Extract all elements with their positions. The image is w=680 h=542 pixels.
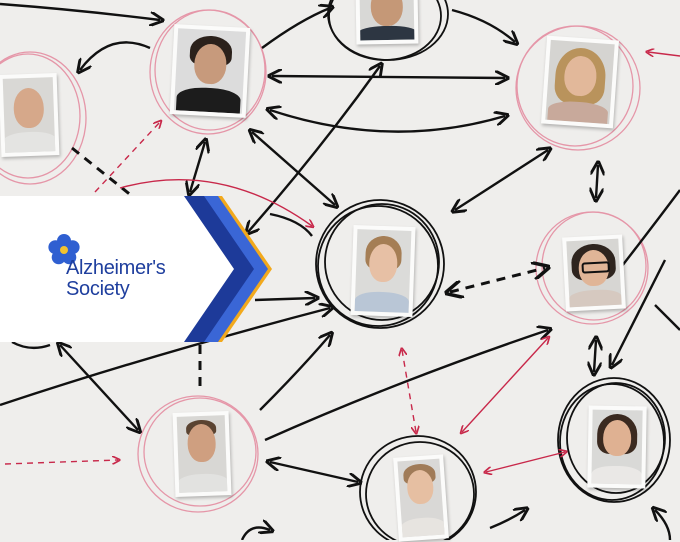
photo-man-curly-hair <box>169 24 251 118</box>
photo-man-bald <box>0 73 60 157</box>
alzheimers-society-logo-panel <box>0 196 272 342</box>
pink-circles <box>0 9 649 513</box>
photo-man-top <box>355 0 419 45</box>
photo-woman-bottom <box>393 454 449 542</box>
photo-woman-blonde <box>541 35 619 129</box>
logo-line-2: Society <box>66 278 130 300</box>
photo-woman-dark-hair <box>587 405 647 489</box>
photo-woman-center <box>350 224 416 318</box>
red-arrows <box>4 52 680 472</box>
logo-line-1: Alzheimer's <box>66 257 166 279</box>
photo-woman-glasses <box>562 234 626 312</box>
alzheimers-society-wordmark: Alzheimer's Society <box>66 257 166 300</box>
forget-me-not-flower-icon <box>48 234 80 265</box>
photo-man-beard <box>172 411 232 497</box>
